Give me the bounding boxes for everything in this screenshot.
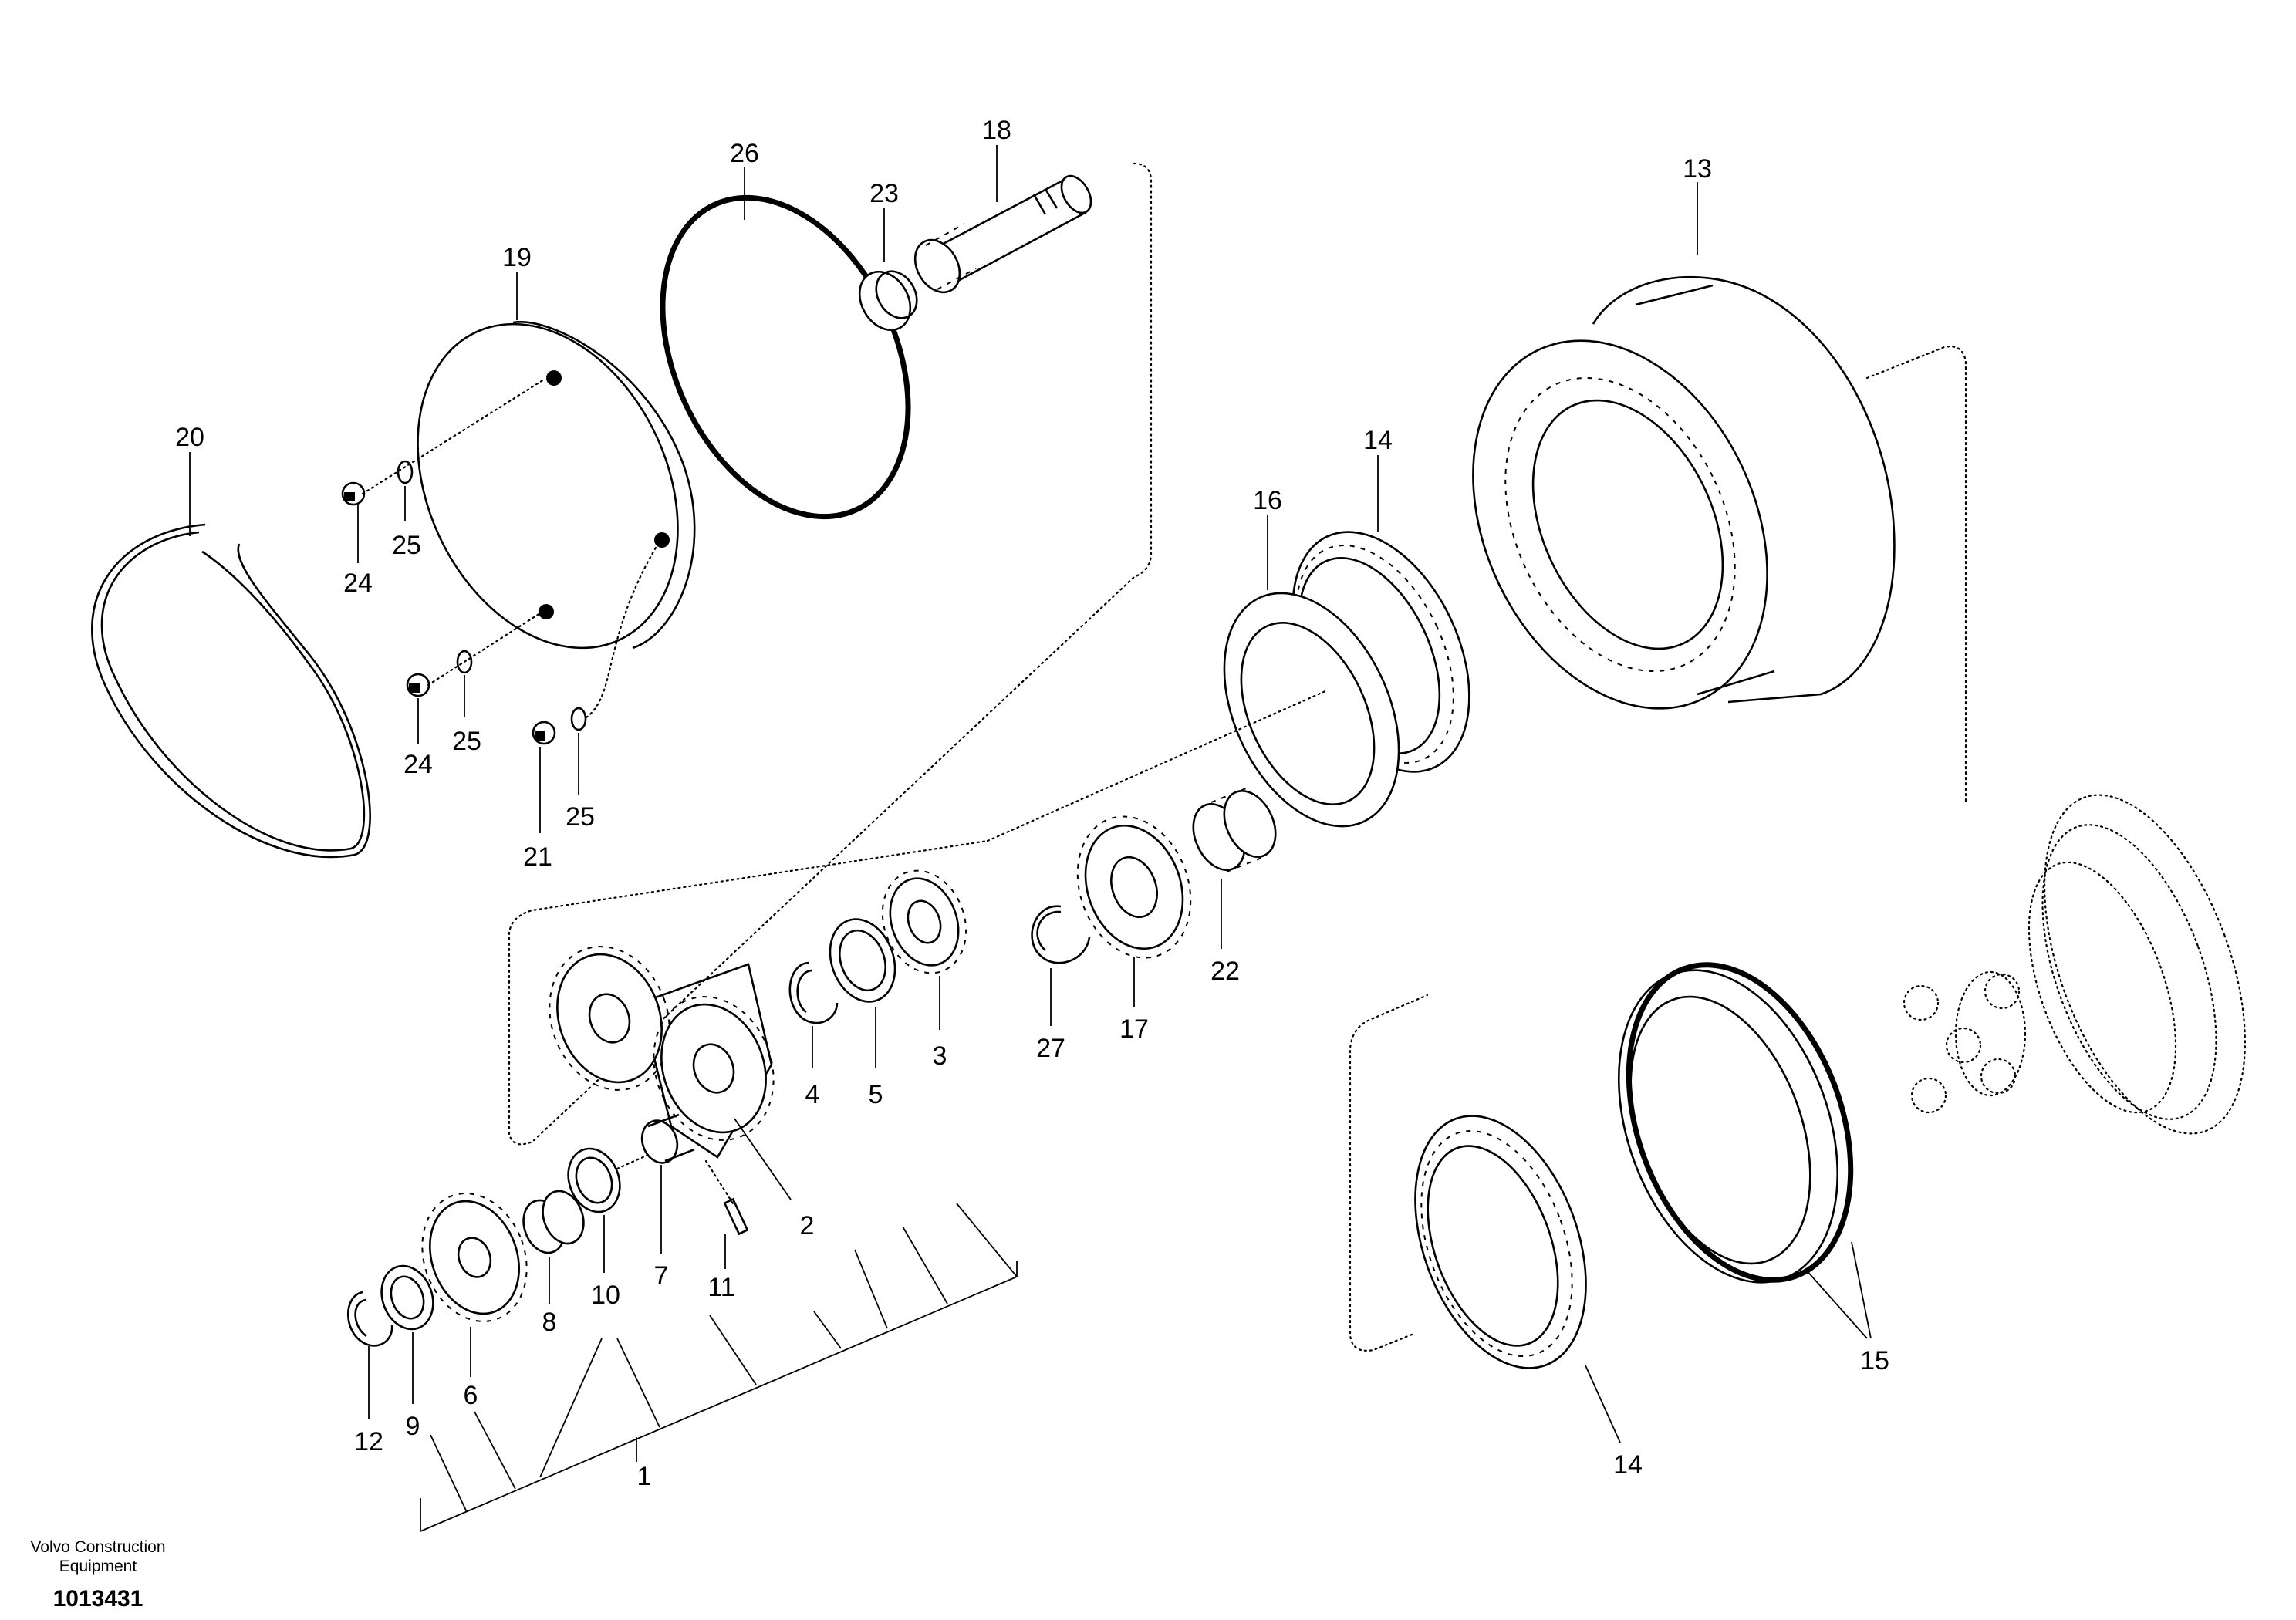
callout-26: 26 [730, 139, 759, 168]
callout-25-upper: 25 [392, 531, 421, 560]
part-4-circlip [788, 961, 839, 1024]
brand-line-1: Volvo Construction [30, 1538, 165, 1556]
part-5-thrust-washer [829, 918, 896, 1003]
part-17-gear [1076, 815, 1192, 959]
callout-1: 1 [637, 1462, 652, 1491]
leader-lines [189, 145, 1872, 1532]
callout-14-upper: 14 [1363, 426, 1393, 455]
callout-16: 16 [1253, 486, 1282, 515]
callout-21: 21 [523, 842, 552, 872]
part-20-retaining-ring [91, 523, 371, 859]
assembly-boundary-right [1349, 346, 1967, 1352]
part-22-needle-bearing [1192, 788, 1277, 872]
travel-motor-reference [1903, 794, 2246, 1135]
screw-21 [532, 721, 556, 745]
part-18-shaft [913, 174, 1092, 294]
callout-14-lower: 14 [1613, 1450, 1643, 1480]
washer-25-lower [456, 650, 473, 674]
part-9-thrust-washer [380, 1264, 434, 1331]
dotted-leader-pin [704, 1159, 734, 1205]
screw-24-lower [406, 673, 430, 697]
callout-19: 19 [502, 243, 532, 272]
callout-7: 7 [654, 1261, 669, 1291]
callout-22: 22 [1210, 957, 1240, 986]
callout-17: 17 [1119, 1014, 1149, 1044]
callout-8: 8 [542, 1308, 557, 1337]
part-8-needle-bearing [522, 1190, 585, 1254]
part-10-thrust-washer [567, 1147, 621, 1213]
callout-20: 20 [175, 423, 204, 452]
footer-brand-block: Volvo Construction Equipment 1013431 [30, 1538, 165, 1612]
axis-line [986, 689, 1329, 842]
dotted-leader-plug [585, 546, 657, 719]
part-12-circlip [346, 1291, 393, 1347]
callout-24-upper: 24 [343, 569, 373, 598]
callout-11: 11 [707, 1273, 734, 1302]
drawing-number: 1013431 [53, 1586, 144, 1612]
callout-5: 5 [869, 1080, 883, 1109]
callout-23: 23 [869, 179, 899, 208]
callout-12: 12 [354, 1427, 383, 1456]
part-3-sun-gear [881, 869, 967, 974]
callout-25-lower: 25 [566, 802, 595, 832]
callout-18: 18 [982, 116, 1011, 145]
callout-4: 4 [805, 1080, 820, 1109]
dotted-leader-upper [361, 378, 545, 495]
dotted-leader-pin-washer [616, 1153, 650, 1170]
brand-line-2: Equipment [59, 1558, 137, 1575]
callout-13: 13 [1683, 154, 1712, 184]
part-19-cover [417, 321, 696, 650]
callout-25-middle: 25 [452, 727, 481, 756]
part-23-plug [858, 270, 918, 332]
callout-6: 6 [464, 1381, 478, 1410]
callout-2: 2 [800, 1211, 815, 1240]
part-11-spring-pin [723, 1197, 749, 1236]
callout-24-lower: 24 [403, 750, 433, 779]
callout-3: 3 [933, 1041, 947, 1071]
part-16-floating-ring [1223, 592, 1400, 828]
part-13-housing [1472, 275, 1896, 710]
washer-25-plug [570, 707, 587, 731]
part-27-circlip [1031, 905, 1091, 964]
dotted-leader-lower [427, 612, 542, 687]
callout-10: 10 [591, 1281, 620, 1310]
assembly-boundary-left [508, 162, 1153, 1146]
callout-15: 15 [1860, 1346, 1889, 1375]
callout-labels: 1 2 3 4 5 6 7 8 9 10 11 12 13 14 14 15 1… [175, 116, 1889, 1491]
part-7-planet-pin [640, 1113, 695, 1164]
part-6-planet-gear [421, 1193, 528, 1322]
part-14-bearing-lower [1414, 1115, 1587, 1369]
part-2-planet-carrier [549, 946, 775, 1159]
callout-9: 9 [406, 1412, 420, 1441]
screw-24-upper [341, 481, 366, 506]
washer-25-upper [397, 460, 414, 484]
callout-27: 27 [1036, 1034, 1065, 1063]
part-15-floating-seal [1617, 962, 1854, 1284]
